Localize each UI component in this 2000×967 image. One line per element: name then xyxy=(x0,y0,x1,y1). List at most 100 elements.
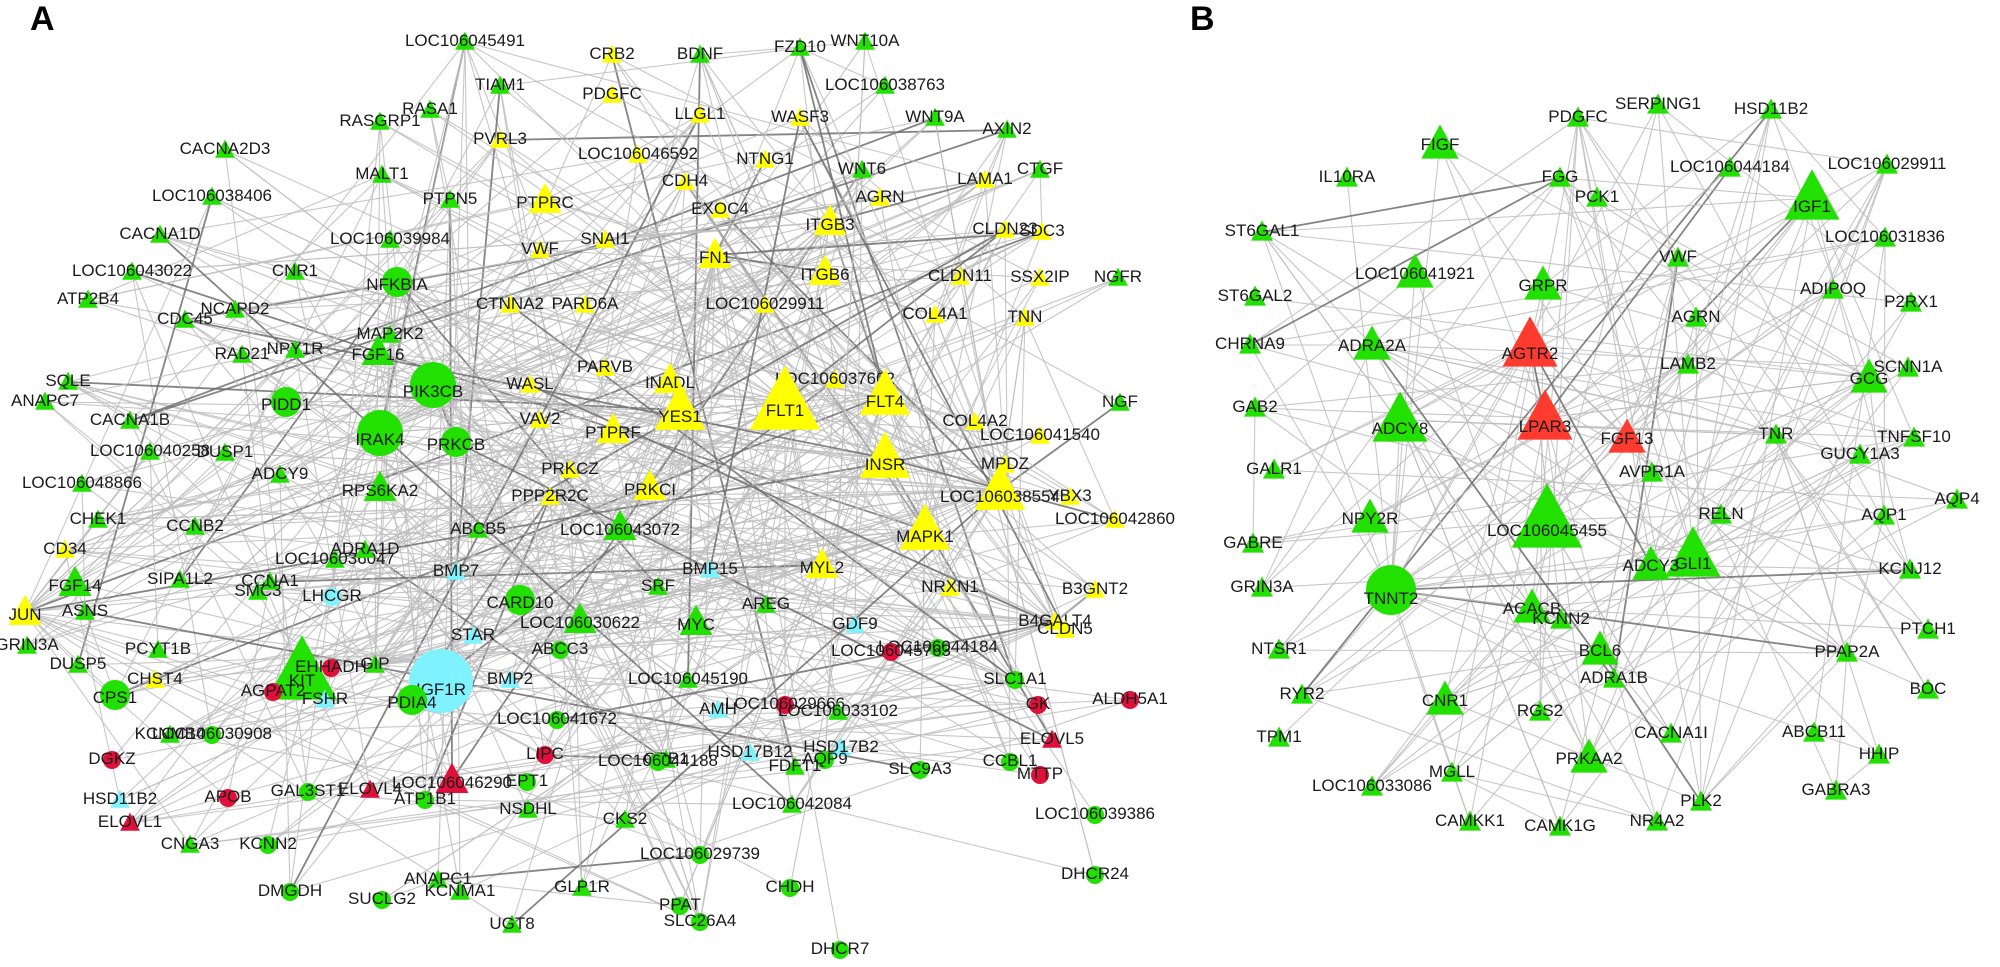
network-node[interactable]: LOC106043072 xyxy=(560,509,680,540)
network-node[interactable]: ELOVL1 xyxy=(98,812,162,831)
network-node[interactable]: B4GALT4 xyxy=(1018,611,1091,630)
network-node[interactable]: AQP4 xyxy=(1934,488,1980,509)
network-node[interactable]: LOC106048866 xyxy=(22,473,142,492)
network-node[interactable]: SLC26A4 xyxy=(664,911,737,931)
network-node[interactable]: KIT xyxy=(266,635,338,700)
network-node[interactable]: LAMB2 xyxy=(1660,353,1716,374)
network-node[interactable]: IRAK4 xyxy=(355,410,405,456)
network-node[interactable]: GRIN3A xyxy=(0,635,59,654)
network-node[interactable]: CNGA3 xyxy=(161,834,220,853)
network-node[interactable]: RYR2 xyxy=(1279,683,1325,704)
network-node[interactable]: FIGF xyxy=(1421,124,1460,159)
network-node[interactable]: ITGB3 xyxy=(805,204,855,235)
network-node[interactable]: UGT8 xyxy=(489,914,534,933)
network-node[interactable]: YBX3 xyxy=(1048,486,1091,505)
network-node[interactable]: FLT4 xyxy=(859,368,911,415)
network-node[interactable]: LOC106042860 xyxy=(1055,509,1175,528)
network-node[interactable]: PRKCI xyxy=(624,469,676,500)
network-node[interactable]: APOB xyxy=(204,787,252,807)
network-node[interactable]: DUSP1 xyxy=(197,442,254,461)
network-node[interactable]: PTPRC xyxy=(516,182,574,213)
network-node[interactable]: WASL xyxy=(506,374,554,393)
network-node[interactable]: ACACB xyxy=(1503,588,1562,623)
network-node[interactable]: SNAI1 xyxy=(580,229,629,248)
network-node[interactable]: CNR1 xyxy=(1422,680,1468,715)
network-node[interactable]: AGRN xyxy=(1671,306,1721,327)
network-node[interactable]: KCNN2 xyxy=(1532,608,1590,629)
network-node[interactable]: PRKCZ xyxy=(541,459,599,478)
network-node[interactable]: ATP2B4 xyxy=(57,289,119,308)
network-node[interactable]: NPY1R xyxy=(267,339,324,358)
network-node[interactable]: LOC106037602 xyxy=(775,369,895,388)
network-node[interactable]: CHST4 xyxy=(127,669,183,688)
network-node[interactable]: ST6GAL1 xyxy=(1225,220,1300,241)
network-node[interactable]: MAP2K2 xyxy=(356,324,423,343)
network-node[interactable]: LOC106041540 xyxy=(980,425,1100,444)
network-node[interactable]: LOC106029739 xyxy=(640,844,760,864)
network-node[interactable]: WNT9A xyxy=(905,107,965,126)
network-node[interactable]: BMP7 xyxy=(433,561,479,580)
network-node[interactable]: LOC106041672 xyxy=(497,709,617,729)
network-node[interactable]: MYC xyxy=(677,604,715,635)
network-node[interactable]: AXIN2 xyxy=(982,119,1031,138)
network-node[interactable]: RAD21 xyxy=(215,344,270,363)
network-node[interactable]: CHEK1 xyxy=(70,509,127,528)
network-node[interactable]: LOC106043022 xyxy=(72,261,192,280)
network-node[interactable]: GRPR xyxy=(1518,265,1568,300)
network-node[interactable]: LPAR3 xyxy=(1517,389,1573,440)
network-node[interactable]: SERPING1 xyxy=(1615,93,1701,114)
network-node[interactable]: SMC3 xyxy=(234,581,281,600)
network-node[interactable]: BCL6 xyxy=(1579,630,1622,665)
network-node[interactable]: LAMA1 xyxy=(957,169,1013,188)
network-node[interactable]: PTPRF xyxy=(585,412,641,443)
network-node[interactable]: SDC3 xyxy=(1019,221,1064,240)
network-node[interactable]: TPM1 xyxy=(1256,726,1302,747)
network-node[interactable]: P2RX1 xyxy=(1884,291,1938,312)
network-node[interactable]: RASGRP1 xyxy=(339,111,420,130)
network-node[interactable]: NGF xyxy=(1102,392,1138,411)
network-node[interactable]: DMGDH xyxy=(258,881,322,901)
network-node[interactable]: WASF3 xyxy=(771,107,829,126)
network-node[interactable]: KCNJ12 xyxy=(1878,558,1942,579)
network-node[interactable]: SQLE xyxy=(45,371,90,390)
network-node[interactable]: PPAT xyxy=(659,895,701,915)
network-node[interactable]: LOC106042084 xyxy=(732,794,852,813)
network-node[interactable]: CACNA2D3 xyxy=(180,139,271,158)
network-node[interactable]: LOC106044188 xyxy=(598,751,718,771)
network-node[interactable]: GLP1R xyxy=(554,877,610,896)
network-node[interactable]: ELOVL4 xyxy=(338,779,402,798)
network-node[interactable]: AGTR2 xyxy=(1502,316,1559,367)
network-node[interactable]: LOC106029666 xyxy=(725,694,845,714)
network-node[interactable]: CLDN11 xyxy=(928,266,992,285)
network-node[interactable]: HSD17B12 xyxy=(707,742,792,761)
network-node[interactable]: NGFR xyxy=(1094,267,1142,286)
network-node[interactable]: LOC106033086 xyxy=(1312,775,1432,796)
network-node[interactable]: ST6GAL2 xyxy=(1218,285,1293,306)
network-node[interactable]: PARD6A xyxy=(552,294,619,313)
network-node[interactable]: ADIPOQ xyxy=(1800,278,1866,299)
network-node[interactable]: LOC106038763 xyxy=(825,75,945,94)
network-node[interactable]: GUCY1A3 xyxy=(1820,443,1900,464)
network-node[interactable]: PIK3CB xyxy=(403,362,463,408)
network-node[interactable]: LOC106038554 xyxy=(940,463,1060,510)
network-node[interactable]: ADCY9 xyxy=(252,464,309,483)
network-node[interactable]: GDF9 xyxy=(832,614,877,633)
network-node[interactable]: ADRA1B xyxy=(1580,667,1648,688)
network-node[interactable]: BMP2 xyxy=(487,669,533,688)
network-node[interactable]: ASNS xyxy=(62,601,108,620)
network-node[interactable]: NTNG1 xyxy=(736,149,794,168)
network-node[interactable]: WNT6 xyxy=(838,159,886,178)
network-node[interactable]: LOC106046290 xyxy=(392,762,512,793)
network-node[interactable]: AVPR1A xyxy=(1619,461,1686,482)
network-node[interactable]: PCYT1B xyxy=(125,639,191,658)
network-node[interactable]: FSHR xyxy=(302,689,348,708)
network-node[interactable]: LOC106044184 xyxy=(878,637,998,657)
network-node[interactable]: DHCR24 xyxy=(1061,864,1129,884)
network-node[interactable]: LOC106038406 xyxy=(152,186,272,205)
network-node[interactable]: LOC106029911 xyxy=(706,294,825,313)
network-node[interactable]: GCG xyxy=(1850,358,1889,393)
network-node[interactable]: CAMK1G xyxy=(1524,815,1596,836)
network-node[interactable]: MAPK1 xyxy=(896,503,954,550)
network-node[interactable]: IL10RA xyxy=(1319,166,1376,187)
network-node[interactable]: CACNA1I xyxy=(1634,722,1708,743)
